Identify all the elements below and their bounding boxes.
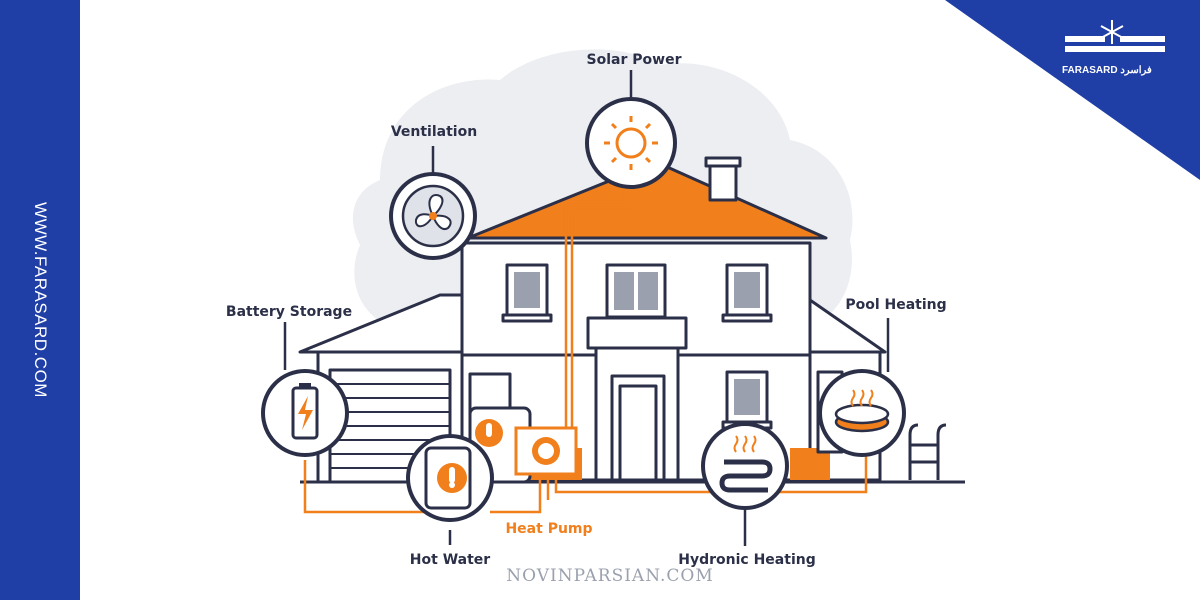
hot-water-badge: [406, 434, 494, 522]
heat-pump-unit: [514, 426, 578, 476]
label-leaders: [283, 70, 890, 546]
brand-corner: FARASARD فراسرد: [945, 0, 1200, 180]
label-pool-heating: Pool Heating: [845, 297, 946, 313]
sun-icon: [604, 116, 658, 170]
thermometer-icon: [437, 463, 467, 493]
left-brand-band: WWW.FARASARD.COM: [0, 0, 80, 600]
label-hydronic-heating: Hydronic Heating: [678, 552, 815, 568]
heating-coil-icon: [719, 435, 773, 493]
fan-icon: [414, 194, 452, 230]
pool-heating-badge: [818, 369, 906, 457]
pool-icon: [834, 389, 890, 433]
battery-icon: [291, 383, 319, 440]
solar-power-badge: [585, 97, 677, 189]
label-heat-pump: Heat Pump: [505, 521, 592, 537]
label-ventilation: Ventilation: [391, 124, 477, 140]
brand-name: FARASARD فراسرد: [1062, 65, 1152, 76]
watermark-url: NOVINPARSIAN.COM: [506, 566, 714, 586]
brand-mark: [1065, 36, 1165, 52]
battery-storage-badge: [261, 369, 349, 457]
label-battery-storage: Battery Storage: [226, 304, 352, 320]
hydronic-heating-badge: [701, 422, 789, 510]
label-hot-water: Hot Water: [410, 552, 490, 568]
label-solar-power: Solar Power: [587, 52, 682, 68]
ventilation-badge: [389, 172, 477, 260]
